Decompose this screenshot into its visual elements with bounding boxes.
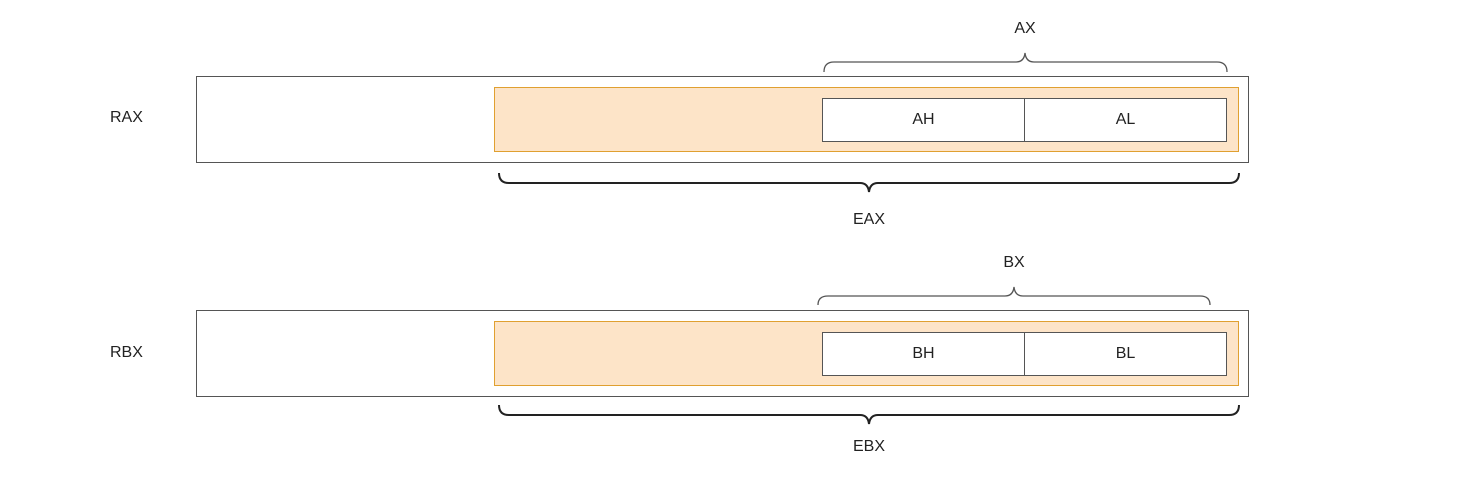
register-label-rbx: RBX <box>110 344 143 361</box>
register-label-eax: EAX <box>852 211 886 228</box>
register-ah-byte: AH <box>822 98 1025 142</box>
register-label-rax: RAX <box>110 109 143 126</box>
register-bl-byte: BL <box>1024 332 1227 376</box>
register-label-ax: AX <box>1014 20 1036 37</box>
register-bh-byte: BH <box>822 332 1025 376</box>
register-label-ebx: EBX <box>852 438 886 455</box>
register-al-byte: AL <box>1024 98 1227 142</box>
register-label-bx: BX <box>1003 254 1025 271</box>
